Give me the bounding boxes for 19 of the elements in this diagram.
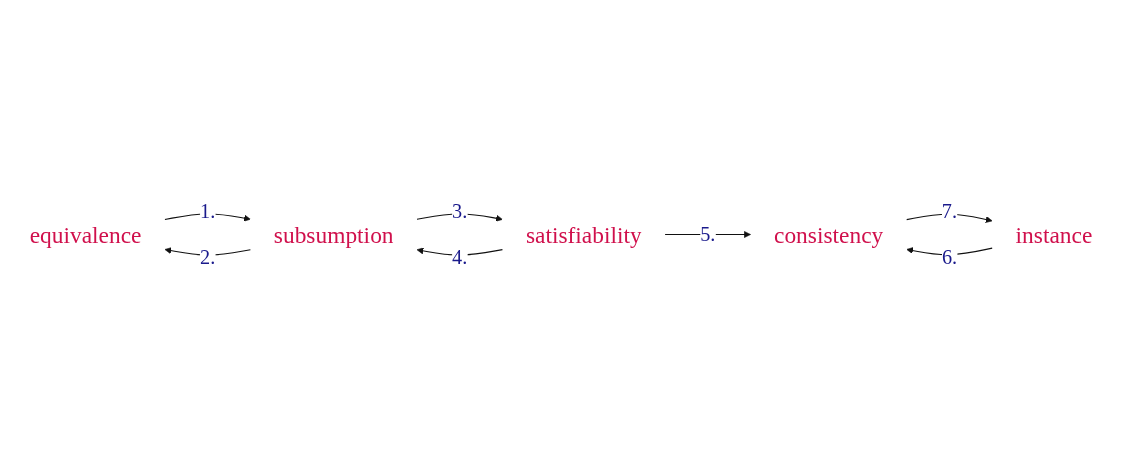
arrow: [664, 231, 751, 238]
arrow: [164, 213, 251, 222]
edge-label: 3.: [452, 200, 468, 223]
arrow: [164, 247, 251, 256]
node-text: equivalence: [29, 221, 142, 248]
edge-label: 7.: [941, 200, 958, 223]
arrow: [416, 213, 503, 222]
edge-label: 2.: [200, 246, 216, 269]
arrow: [906, 213, 993, 223]
arrow: [906, 247, 993, 256]
edge-label: 5.: [700, 223, 716, 246]
node-text: subsumption: [273, 221, 394, 248]
edge-label: 4.: [452, 246, 468, 269]
edge-label: 1.: [200, 200, 216, 223]
edge-label: 6.: [941, 246, 958, 269]
node-text: satisfiability: [525, 221, 642, 248]
node-text: consistency: [774, 221, 884, 248]
node-text: instance: [1015, 221, 1093, 248]
arrow: [416, 247, 504, 256]
